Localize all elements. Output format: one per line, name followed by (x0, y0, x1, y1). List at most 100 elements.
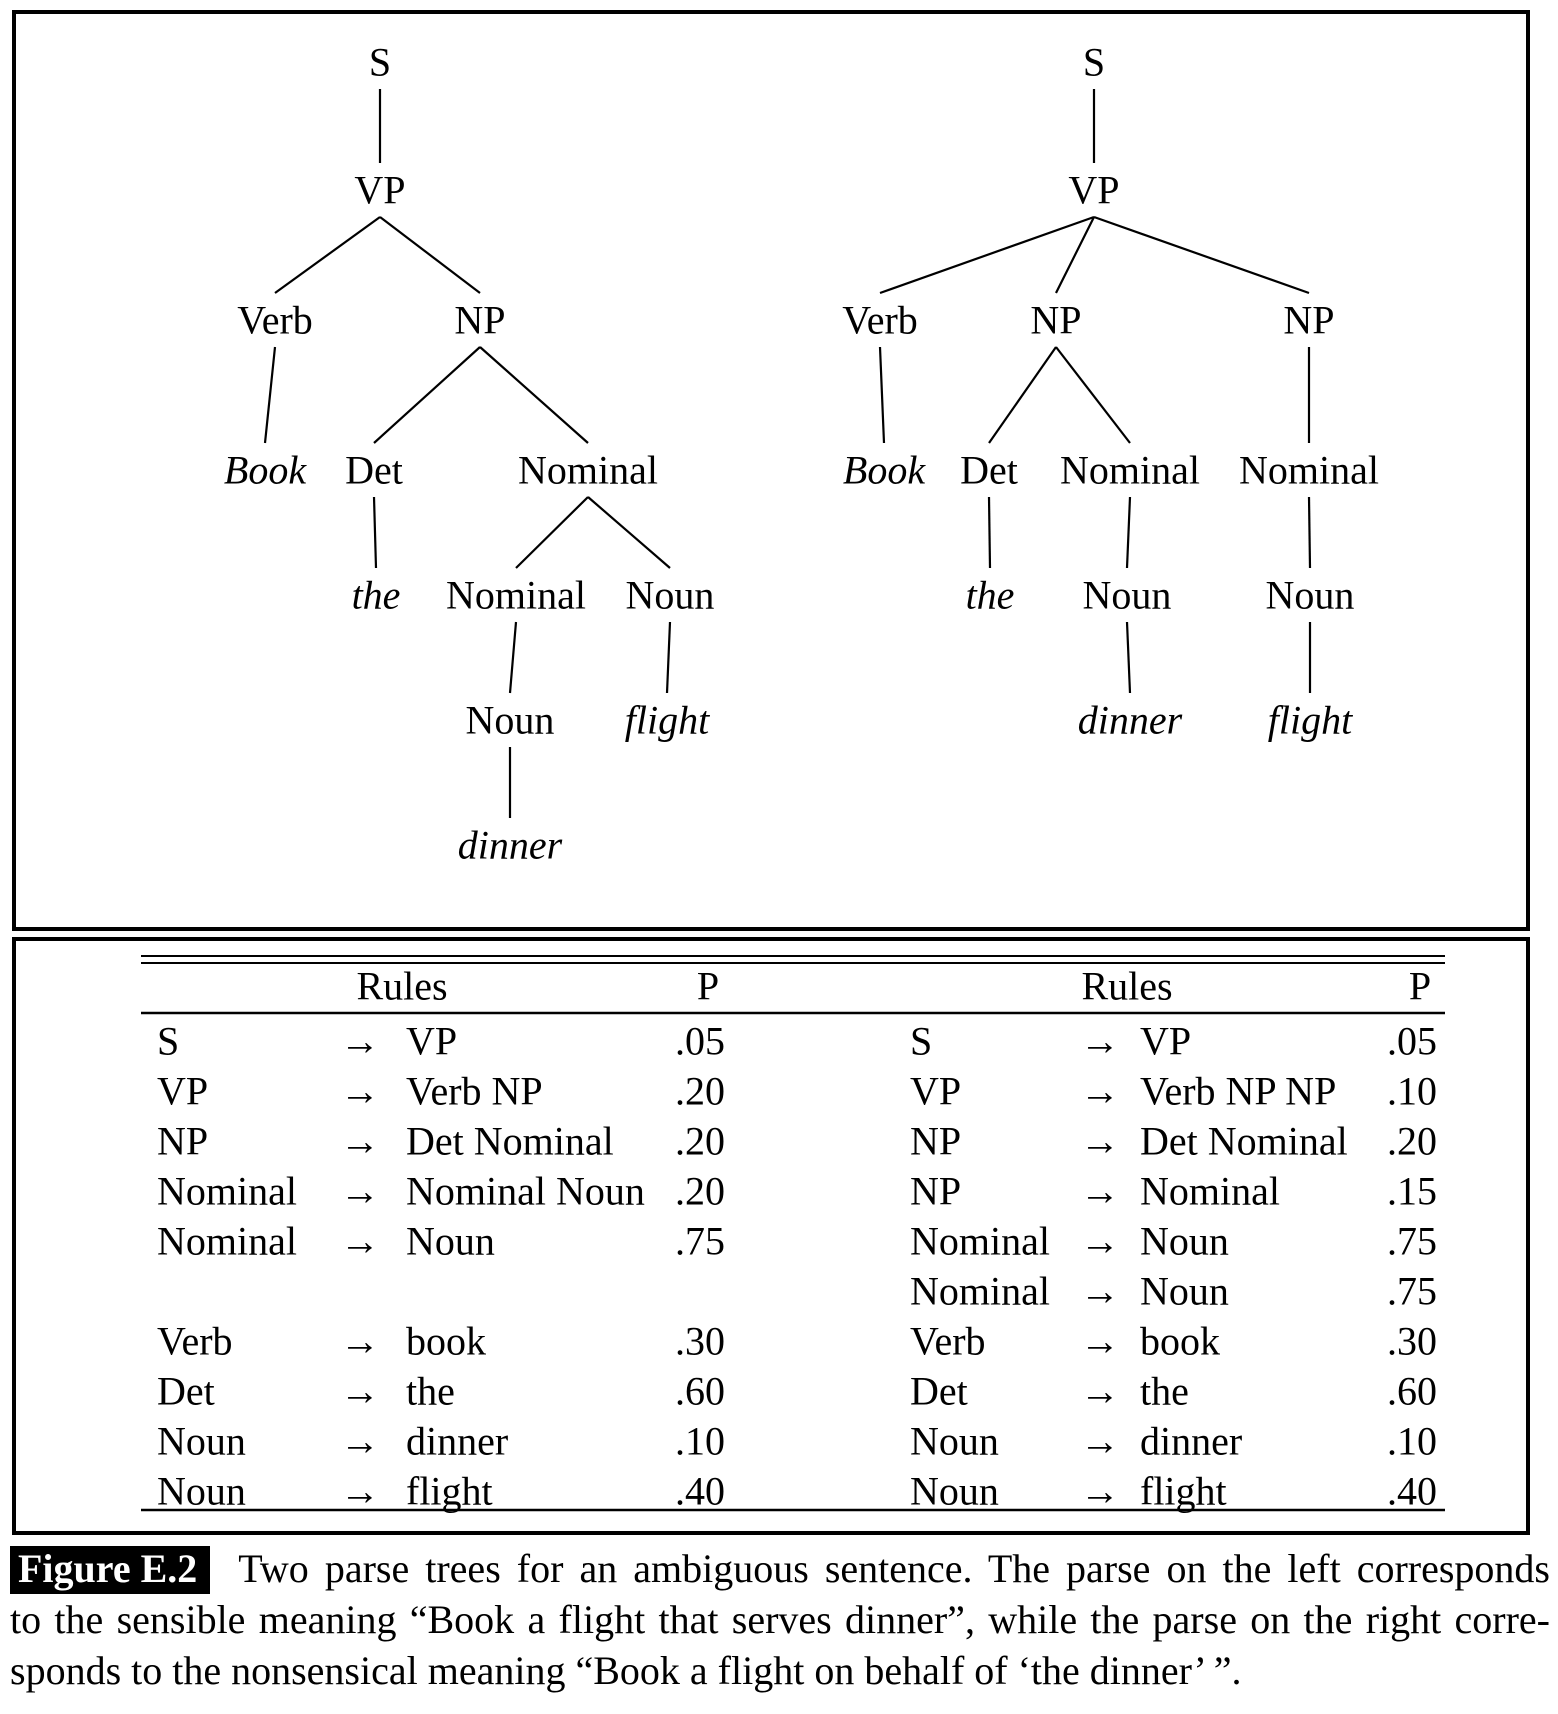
tree-node-left-the: the (352, 573, 401, 618)
rule-rhs-left-3: Nominal Noun (406, 1169, 645, 1214)
rule-lhs-right-3: NP (910, 1169, 961, 1214)
rule-arrow-icon: → (1080, 1119, 1120, 1164)
caption-line-1: Figure E.2 Two parse trees for an ambiguo… (10, 1543, 1550, 1594)
tree-node-right-nominal2: Nominal (1239, 448, 1379, 493)
tree-edge-left-nominal2-noun2 (508, 621, 518, 694)
probability-column-header-right: P (1409, 964, 1431, 1009)
rule-lhs-left-8: Noun (157, 1419, 246, 1464)
rule-arrow-icon: → (340, 1119, 380, 1164)
tree-edge-left-det-the (372, 496, 378, 569)
rule-lhs-right-4: Nominal (910, 1219, 1050, 1264)
tree-node-right-nominal1: Nominal (1060, 448, 1200, 493)
rule-arrow-icon: → (340, 1169, 380, 1214)
tree-node-left-dinner: dinner (458, 823, 563, 868)
rule-probability-left-6: .30 (675, 1319, 725, 1364)
caption-text-1: Two parse trees for an ambiguous sentenc… (238, 1546, 1550, 1591)
tree-edge-right-det-the (987, 496, 992, 569)
tree-node-left-det: Det (345, 448, 403, 493)
tree-edge-right-verb-book (878, 346, 886, 444)
tree-node-right-np2: NP (1283, 298, 1334, 343)
rule-rhs-right-3: Nominal (1140, 1169, 1280, 1214)
rule-arrow-icon: → (1080, 1169, 1120, 1214)
figure-number-label: Figure E.2 (10, 1546, 211, 1594)
tree-node-right-dinner: dinner (1078, 698, 1183, 743)
tree-node-right-np1: NP (1030, 298, 1081, 343)
tree-node-left-nominal2: Nominal (446, 573, 586, 618)
rule-probability-left-7: .60 (675, 1369, 725, 1414)
rule-arrow-icon: → (1080, 1019, 1120, 1064)
rule-probability-right-8: .10 (1387, 1419, 1437, 1464)
tree-edge-left-nominal1-nominal2 (515, 496, 589, 569)
tree-edge-left-vp-np (379, 216, 481, 294)
rule-probability-left-3: .20 (675, 1169, 725, 1214)
rule-rhs-left-1: Verb NP (406, 1069, 543, 1114)
rules-column-header-left: Rules (356, 964, 447, 1009)
rule-probability-right-7: .60 (1387, 1369, 1437, 1414)
rule-rhs-left-4: Noun (406, 1219, 495, 1264)
tree-node-right-noun2: Noun (1266, 573, 1355, 618)
rule-probability-right-9: .40 (1387, 1469, 1437, 1514)
rule-rhs-right-6: book (1140, 1319, 1220, 1364)
rule-probability-right-1: .10 (1387, 1069, 1437, 1114)
tree-node-left-verb: Verb (237, 298, 313, 343)
rule-lhs-left-6: Verb (157, 1319, 233, 1364)
rule-rhs-right-2: Det Nominal (1140, 1119, 1348, 1164)
rules-table-panel-border (12, 937, 1530, 1535)
tree-node-left-noun2: Noun (466, 698, 555, 743)
tree-node-right-book: Book (843, 448, 926, 493)
rule-rhs-left-6: book (406, 1319, 486, 1364)
tree-edge-left-np-nominal1 (479, 346, 589, 444)
rule-arrow-icon: → (340, 1219, 380, 1264)
rule-lhs-left-1: VP (157, 1069, 208, 1114)
rule-lhs-left-4: Nominal (157, 1219, 297, 1264)
tree-node-left-book: Book (224, 448, 307, 493)
rule-arrow-icon: → (340, 1469, 380, 1514)
rule-rhs-right-0: VP (1140, 1019, 1191, 1064)
rule-arrow-icon: → (1080, 1319, 1120, 1364)
tree-edge-right-nominal1-noun1 (1125, 496, 1132, 569)
rule-arrow-icon: → (1080, 1469, 1120, 1514)
tree-edge-left-nominal1-noun1 (587, 496, 671, 569)
tree-node-left-s: S (369, 40, 391, 85)
rule-probability-right-0: .05 (1387, 1019, 1437, 1064)
rule-arrow-icon: → (1080, 1069, 1120, 1114)
tree-node-right-s: S (1083, 40, 1105, 85)
rule-probability-right-4: .75 (1387, 1219, 1437, 1264)
tree-edge-right-noun1-dinner (1125, 621, 1132, 694)
rule-arrow-icon: → (1080, 1369, 1120, 1414)
rule-rhs-left-7: the (406, 1369, 455, 1414)
caption-line-3: sponds to the nonsensical meaning “Book … (10, 1648, 1242, 1693)
rule-arrow-icon: → (340, 1369, 380, 1414)
rule-probability-left-1: .20 (675, 1069, 725, 1114)
tree-edge-right-vp-np2 (1093, 215, 1310, 295)
rule-rhs-left-8: dinner (406, 1419, 508, 1464)
tree-node-right-vp: VP (1068, 168, 1119, 213)
rule-rhs-right-5: Noun (1140, 1269, 1229, 1314)
rule-probability-left-8: .10 (675, 1419, 725, 1464)
rule-rhs-right-7: the (1140, 1369, 1189, 1414)
figure-caption: Figure E.2 Two parse trees for an ambiguo… (10, 1543, 1550, 1696)
tree-node-left-nominal1: Nominal (518, 448, 658, 493)
rule-probability-left-9: .40 (675, 1469, 725, 1514)
rule-arrow-icon: → (340, 1319, 380, 1364)
tree-node-right-det: Det (960, 448, 1018, 493)
tree-node-right-flight: flight (1268, 698, 1353, 743)
tree-edge-left-vp-verb (274, 216, 381, 294)
tree-node-right-verb: Verb (842, 298, 918, 343)
rule-probability-right-5: .75 (1387, 1269, 1437, 1314)
tree-node-left-flight: flight (625, 698, 710, 743)
rule-probability-left-4: .75 (675, 1219, 725, 1264)
tree-edge-right-vp-verb (879, 215, 1095, 295)
rule-lhs-right-8: Noun (910, 1419, 999, 1464)
tree-edge-right-vp-np1 (1055, 216, 1095, 294)
rule-lhs-left-0: S (157, 1019, 179, 1064)
rule-probability-left-0: .05 (675, 1019, 725, 1064)
rule-lhs-right-0: S (910, 1019, 932, 1064)
tree-edge-left-verb-book (263, 346, 277, 444)
tree-node-left-np: NP (454, 298, 505, 343)
tree-edge-right-np1-nominal1 (1055, 346, 1131, 444)
rule-arrow-icon: → (340, 1069, 380, 1114)
rule-arrow-icon: → (340, 1019, 380, 1064)
rules-column-header-right: Rules (1081, 964, 1172, 1009)
rule-lhs-right-2: NP (910, 1119, 961, 1164)
